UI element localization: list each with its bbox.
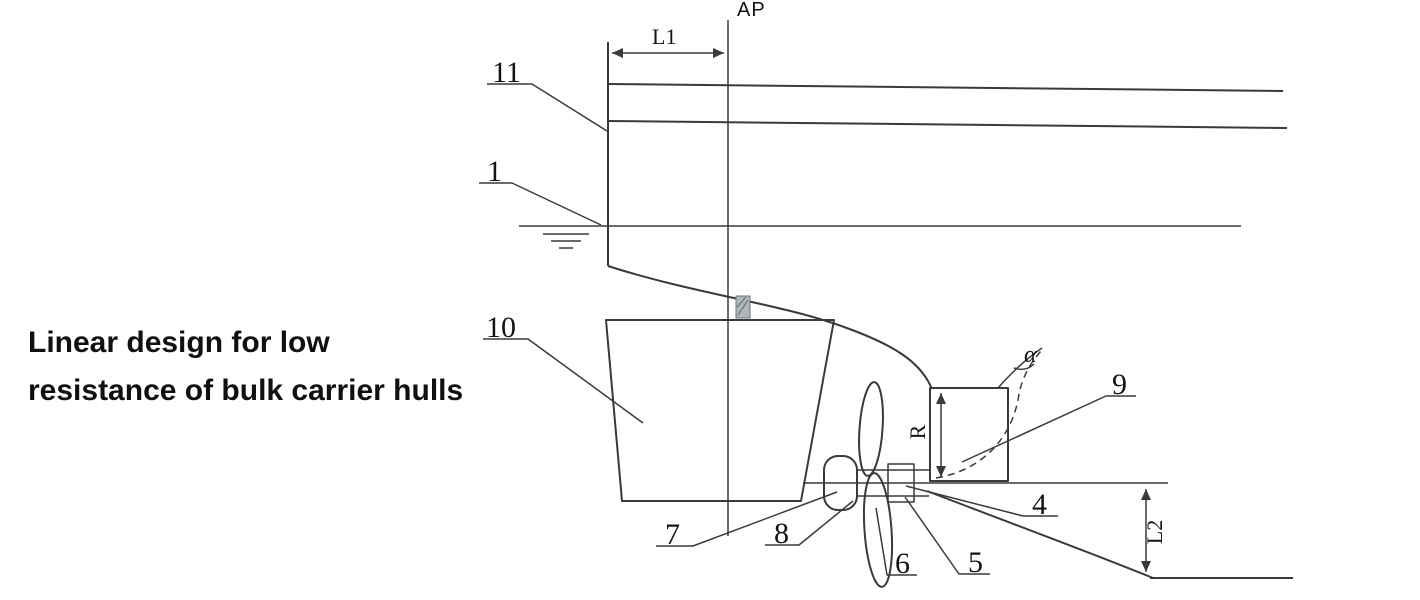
rudder-outline [929, 387, 1009, 482]
deck-line-lower [607, 120, 1288, 129]
part-label-9: 9 [1112, 368, 1127, 401]
label-r: R [905, 424, 930, 439]
alpha-angle-arc [1013, 363, 1035, 371]
leader-part-10 [483, 338, 644, 424]
text-labels: AP α 11 1 10 9 4 7 8 6 5 [486, 0, 1127, 580]
l1-arrow-left [612, 48, 623, 58]
rudder-dashed-curve [935, 348, 1044, 479]
label-l1: L1 [652, 24, 676, 49]
leader-part-6 [875, 507, 917, 576]
dimension-l2: L2 [1141, 489, 1167, 572]
label-ap: AP [737, 0, 766, 21]
leader-part-9 [961, 395, 1136, 463]
leader-part-7 [656, 491, 838, 547]
rudder-top-curve [997, 347, 1043, 389]
l2-arrow-bottom [1141, 561, 1151, 572]
hull-bottom-curve [926, 490, 1154, 579]
label-alpha: α [1024, 342, 1037, 368]
propeller-blade-lower [862, 472, 894, 588]
shaft-boss [887, 463, 915, 503]
propeller-group [803, 381, 1168, 588]
r-arrow-top [936, 393, 946, 404]
label-l2: L2 [1142, 520, 1167, 544]
leader-lines [479, 83, 1136, 576]
part-label-8: 8 [774, 517, 789, 550]
section-hatch-stroke-1 [737, 299, 749, 316]
caption-line-2: resistance of bulk carrier hulls [28, 374, 463, 407]
skeg-outline [605, 319, 835, 502]
part-label-5: 5 [968, 546, 983, 579]
leader-part-4 [905, 485, 1058, 517]
propeller-blade-upper [858, 381, 884, 477]
part-label-10: 10 [486, 311, 516, 344]
hull-lines [607, 42, 1293, 579]
leader-part-1 [479, 182, 602, 226]
leader-part-11 [487, 83, 608, 132]
part-label-6: 6 [895, 547, 910, 580]
propeller-hub-cap [823, 455, 858, 511]
leader-part-5 [904, 496, 990, 575]
caption-block: Linear design for low resistance of bulk… [28, 326, 463, 407]
part-label-1: 1 [487, 155, 502, 188]
leader-part-8 [765, 500, 854, 546]
caption-line-1: Linear design for low [28, 326, 330, 359]
dimension-l1: L1 [612, 24, 724, 58]
stern-profile-curve [607, 265, 933, 390]
deck-line-upper [607, 83, 1284, 92]
part-label-7: 7 [665, 518, 680, 551]
section-hatch-stroke-2 [736, 296, 747, 308]
rudder-group [929, 347, 1044, 482]
waterline-group [519, 225, 1241, 249]
r-arrow-bottom [936, 466, 946, 477]
part-label-4: 4 [1032, 488, 1047, 521]
l1-arrow-right [713, 48, 724, 58]
aft-perpendicular-group [727, 20, 751, 536]
part-label-11: 11 [492, 56, 521, 89]
l2-arrow-top [1141, 489, 1151, 500]
dimension-r: R [905, 393, 946, 477]
